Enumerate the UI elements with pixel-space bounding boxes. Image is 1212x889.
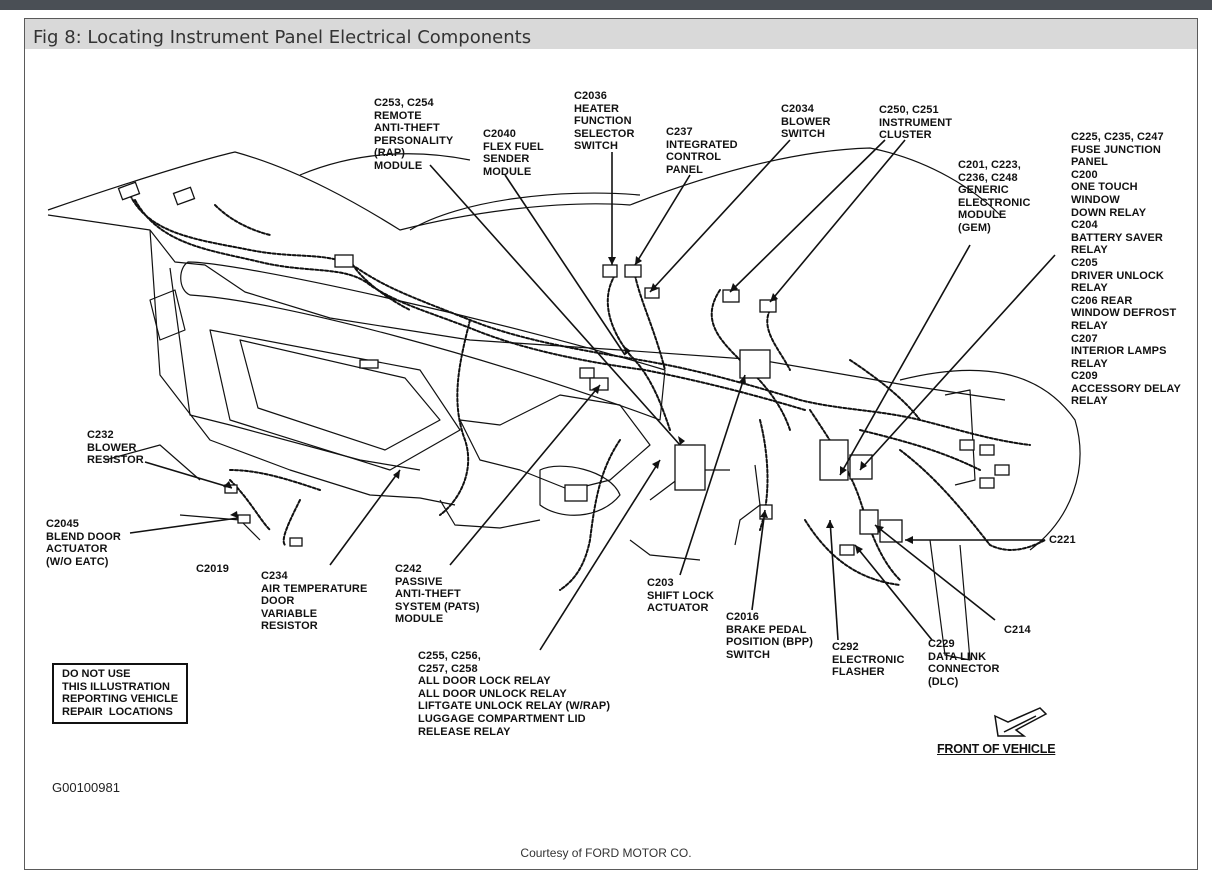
label-c229-dlc: C229 DATA LINK CONNECTOR (DLC) [928, 638, 1000, 688]
front-of-vehicle-arrow-icon [994, 707, 1048, 737]
figure-credit: Courtesy of FORD MOTOR CO. [520, 846, 692, 860]
label-c255-door-relays: C255, C256, C257, C258 ALL DOOR LOCK REL… [418, 650, 611, 738]
label-c232-blower-resistor: C232 BLOWER RESISTOR [87, 429, 144, 467]
front-of-vehicle-label: FRONT OF VEHICLE [937, 742, 1056, 756]
label-c250-instrument-cluster: C250, C251 INSTRUMENT CLUSTER [879, 104, 953, 142]
label-c2045-blend-door: C2045 BLEND DOOR ACTUATOR (W/O EATC) [46, 518, 121, 568]
window-top-bar [0, 0, 1212, 10]
label-c292-flasher: C292 ELECTRONIC FLASHER [832, 641, 905, 679]
label-c234-air-temp-door: C234 AIR TEMPERATURE DOOR VARIABLE RESIS… [261, 570, 368, 633]
dashboard-outline [47, 147, 1081, 661]
label-c221: C221 [1049, 534, 1076, 546]
label-c253-rap-module: C253, C254 REMOTE ANTI-THEFT PERSONALITY… [374, 97, 454, 172]
label-c214: C214 [1004, 624, 1031, 636]
label-c242-pats-module: C242 PASSIVE ANTI-THEFT SYSTEM (PATS) MO… [395, 563, 480, 626]
connector-blocks [117, 181, 1010, 556]
wiring-harness [129, 194, 1046, 591]
label-c203-shift-lock: C203 SHIFT LOCK ACTUATOR [647, 577, 714, 615]
label-c237-control-panel: C237 INTEGRATED CONTROL PANEL [666, 126, 738, 176]
label-c2036-heater-switch: C2036 HEATER FUNCTION SELECTOR SWITCH [574, 90, 635, 153]
figure-title-bar: Fig 8: Locating Instrument Panel Electri… [25, 19, 1197, 49]
figure-id: G00100981 [52, 780, 120, 795]
label-c225-fuse-junction-panel: C225, C235, C247 FUSE JUNCTION PANEL C20… [1071, 131, 1181, 408]
label-c201-gem: C201, C223, C236, C248 GENERIC ELECTRONI… [958, 159, 1031, 234]
leader-lines [129, 139, 1056, 651]
figure-title: Fig 8: Locating Instrument Panel Electri… [33, 27, 532, 48]
label-c2040-flex-fuel: C2040 FLEX FUEL SENDER MODULE [483, 128, 544, 178]
label-c2016-bpp-switch: C2016 BRAKE PEDAL POSITION (BPP) SWITCH [726, 611, 813, 661]
label-c2019: C2019 [196, 563, 229, 575]
do-not-use-notice: DO NOT USE THIS ILLUSTRATION REPORTING V… [52, 663, 189, 724]
arrowheads [223, 256, 913, 554]
label-c2034-blower-switch: C2034 BLOWER SWITCH [781, 103, 831, 141]
